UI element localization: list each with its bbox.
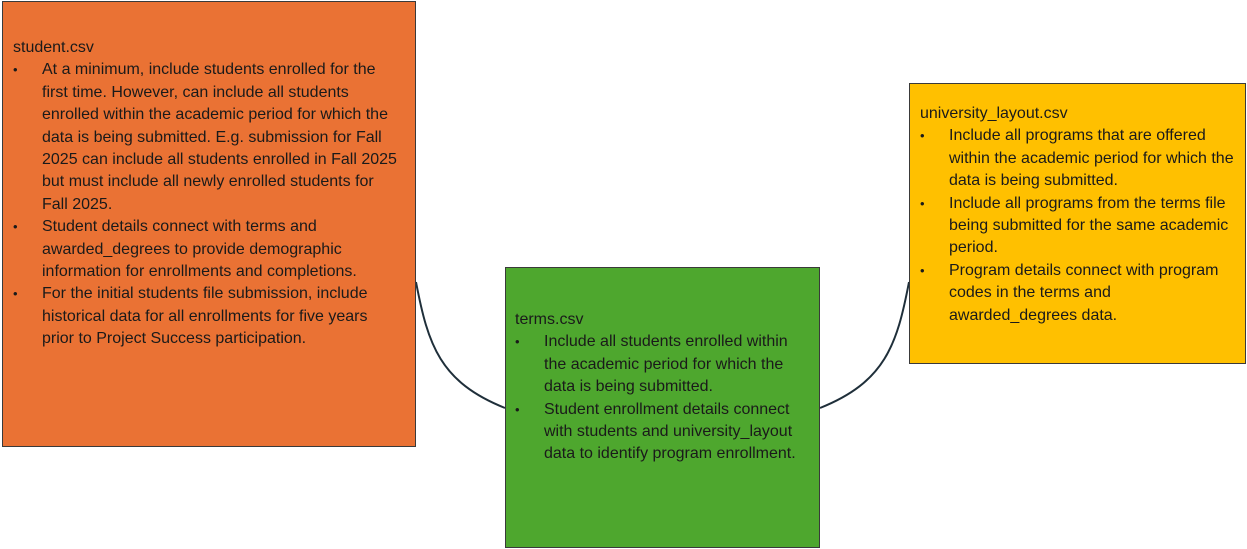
connector-terms-university	[819, 281, 910, 409]
student-csv-item: For the initial students file submission…	[13, 283, 399, 350]
terms-csv-box: terms.csv Include all students enrolled …	[505, 267, 820, 548]
terms-csv-item: Student enrollment details connect with …	[515, 399, 809, 466]
terms-csv-title: terms.csv	[515, 311, 584, 328]
university-layout-csv-item: Include all programs that are offered wi…	[920, 125, 1235, 192]
university-layout-csv-item: Include all programs from the terms file…	[920, 193, 1235, 260]
terms-csv-item: Include all students enrolled within the…	[515, 331, 809, 398]
university-layout-csv-list: Include all programs that are offered wi…	[920, 125, 1235, 327]
connector-student-terms	[415, 281, 506, 409]
university-layout-csv-box: university_layout.csv Include all progra…	[909, 83, 1246, 364]
university-layout-csv-item: Program details connect with program cod…	[920, 260, 1235, 327]
university-layout-csv-title: university_layout.csv	[920, 105, 1068, 122]
student-csv-box: student.csv At a minimum, include studen…	[2, 1, 416, 447]
student-csv-title: student.csv	[13, 39, 94, 56]
student-csv-item: Student details connect with terms and a…	[13, 216, 399, 283]
student-csv-list: At a minimum, include students enrolled …	[13, 59, 399, 350]
student-csv-item: At a minimum, include students enrolled …	[13, 59, 399, 216]
terms-csv-list: Include all students enrolled within the…	[515, 331, 809, 465]
